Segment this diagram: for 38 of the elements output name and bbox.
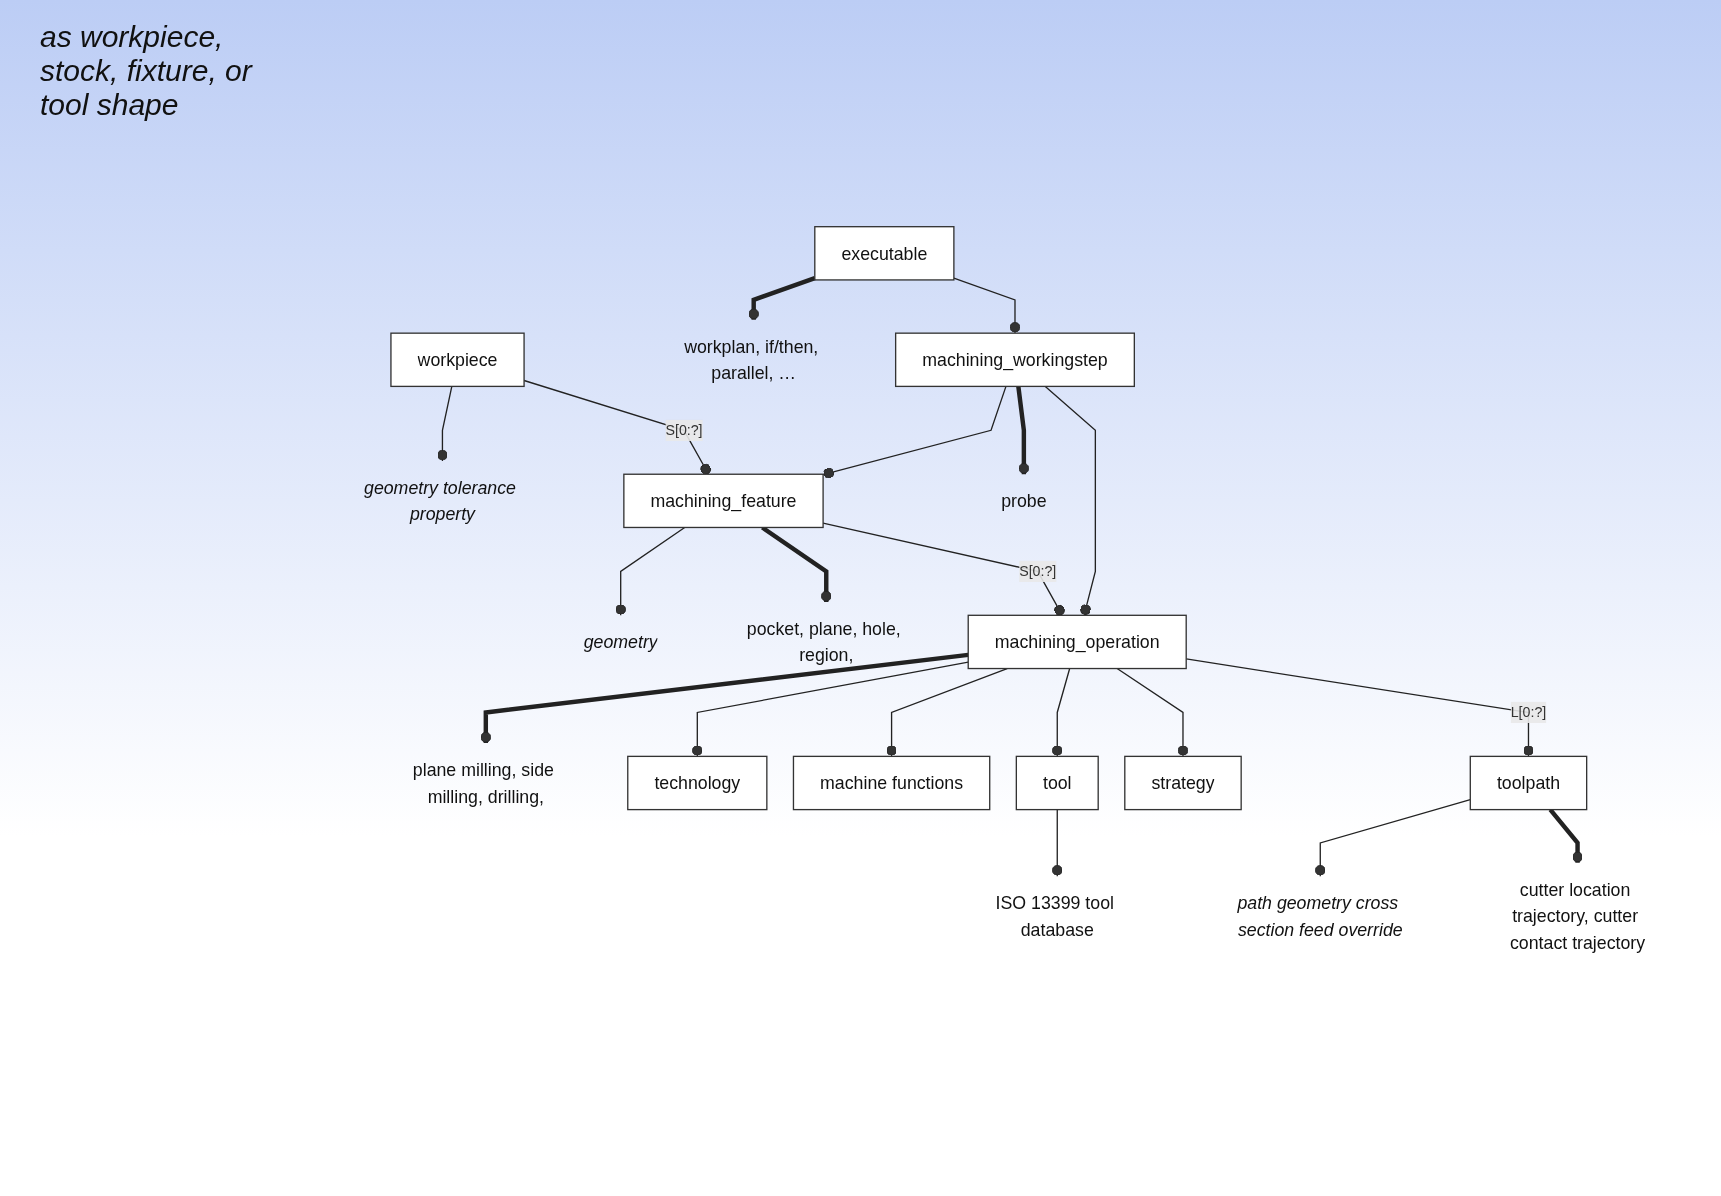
node-box: machining_operation bbox=[967, 614, 1187, 670]
connector bbox=[886, 667, 1008, 758]
node-text: plane milling, side milling, drilling, bbox=[412, 759, 554, 807]
connector bbox=[1044, 385, 1096, 616]
node-box: strategy bbox=[1124, 755, 1242, 811]
connector bbox=[1016, 386, 1030, 475]
connector bbox=[1116, 667, 1189, 758]
edge-label: S[0:?] bbox=[1019, 563, 1057, 579]
node-text: path geometry cross section feed override bbox=[1237, 893, 1403, 940]
node-box: workpiece bbox=[390, 332, 525, 388]
node-box: machining_workingstep bbox=[895, 332, 1135, 388]
connector bbox=[1051, 808, 1063, 877]
connector bbox=[1314, 799, 1471, 877]
node-text: ISO 13399 tool database bbox=[995, 893, 1114, 940]
node-box: machining_feature bbox=[623, 473, 824, 529]
node-box: executable bbox=[814, 226, 955, 281]
node-text: probe bbox=[1001, 491, 1047, 511]
node-text: geometry bbox=[583, 632, 658, 652]
node-box: technology bbox=[627, 755, 768, 811]
edge-label: L[0:?] bbox=[1510, 704, 1547, 720]
node-box: machine functions bbox=[792, 755, 991, 811]
connector bbox=[748, 276, 816, 320]
node-text: workplan, if/then, parallel, … bbox=[684, 336, 819, 383]
node-box: toolpath bbox=[1469, 755, 1588, 811]
node-text: pocket, plane, hole, region, bbox=[746, 618, 901, 665]
connector bbox=[480, 652, 969, 744]
connector bbox=[691, 661, 969, 758]
node-text: cutter location trajectory, cutter contact trajectory bbox=[1509, 879, 1646, 953]
edge-label: S[0:?] bbox=[665, 422, 703, 438]
connector bbox=[953, 277, 1021, 334]
connector bbox=[1548, 808, 1583, 863]
node-box: tool bbox=[1015, 755, 1099, 811]
connector bbox=[437, 385, 453, 462]
note-text: as workpiece, stock, fixture, or tool shape bbox=[40, 20, 254, 122]
node-text: geometry tolerance property bbox=[364, 477, 516, 524]
connector bbox=[822, 385, 1007, 479]
connector bbox=[615, 526, 686, 616]
connector bbox=[1051, 667, 1071, 758]
